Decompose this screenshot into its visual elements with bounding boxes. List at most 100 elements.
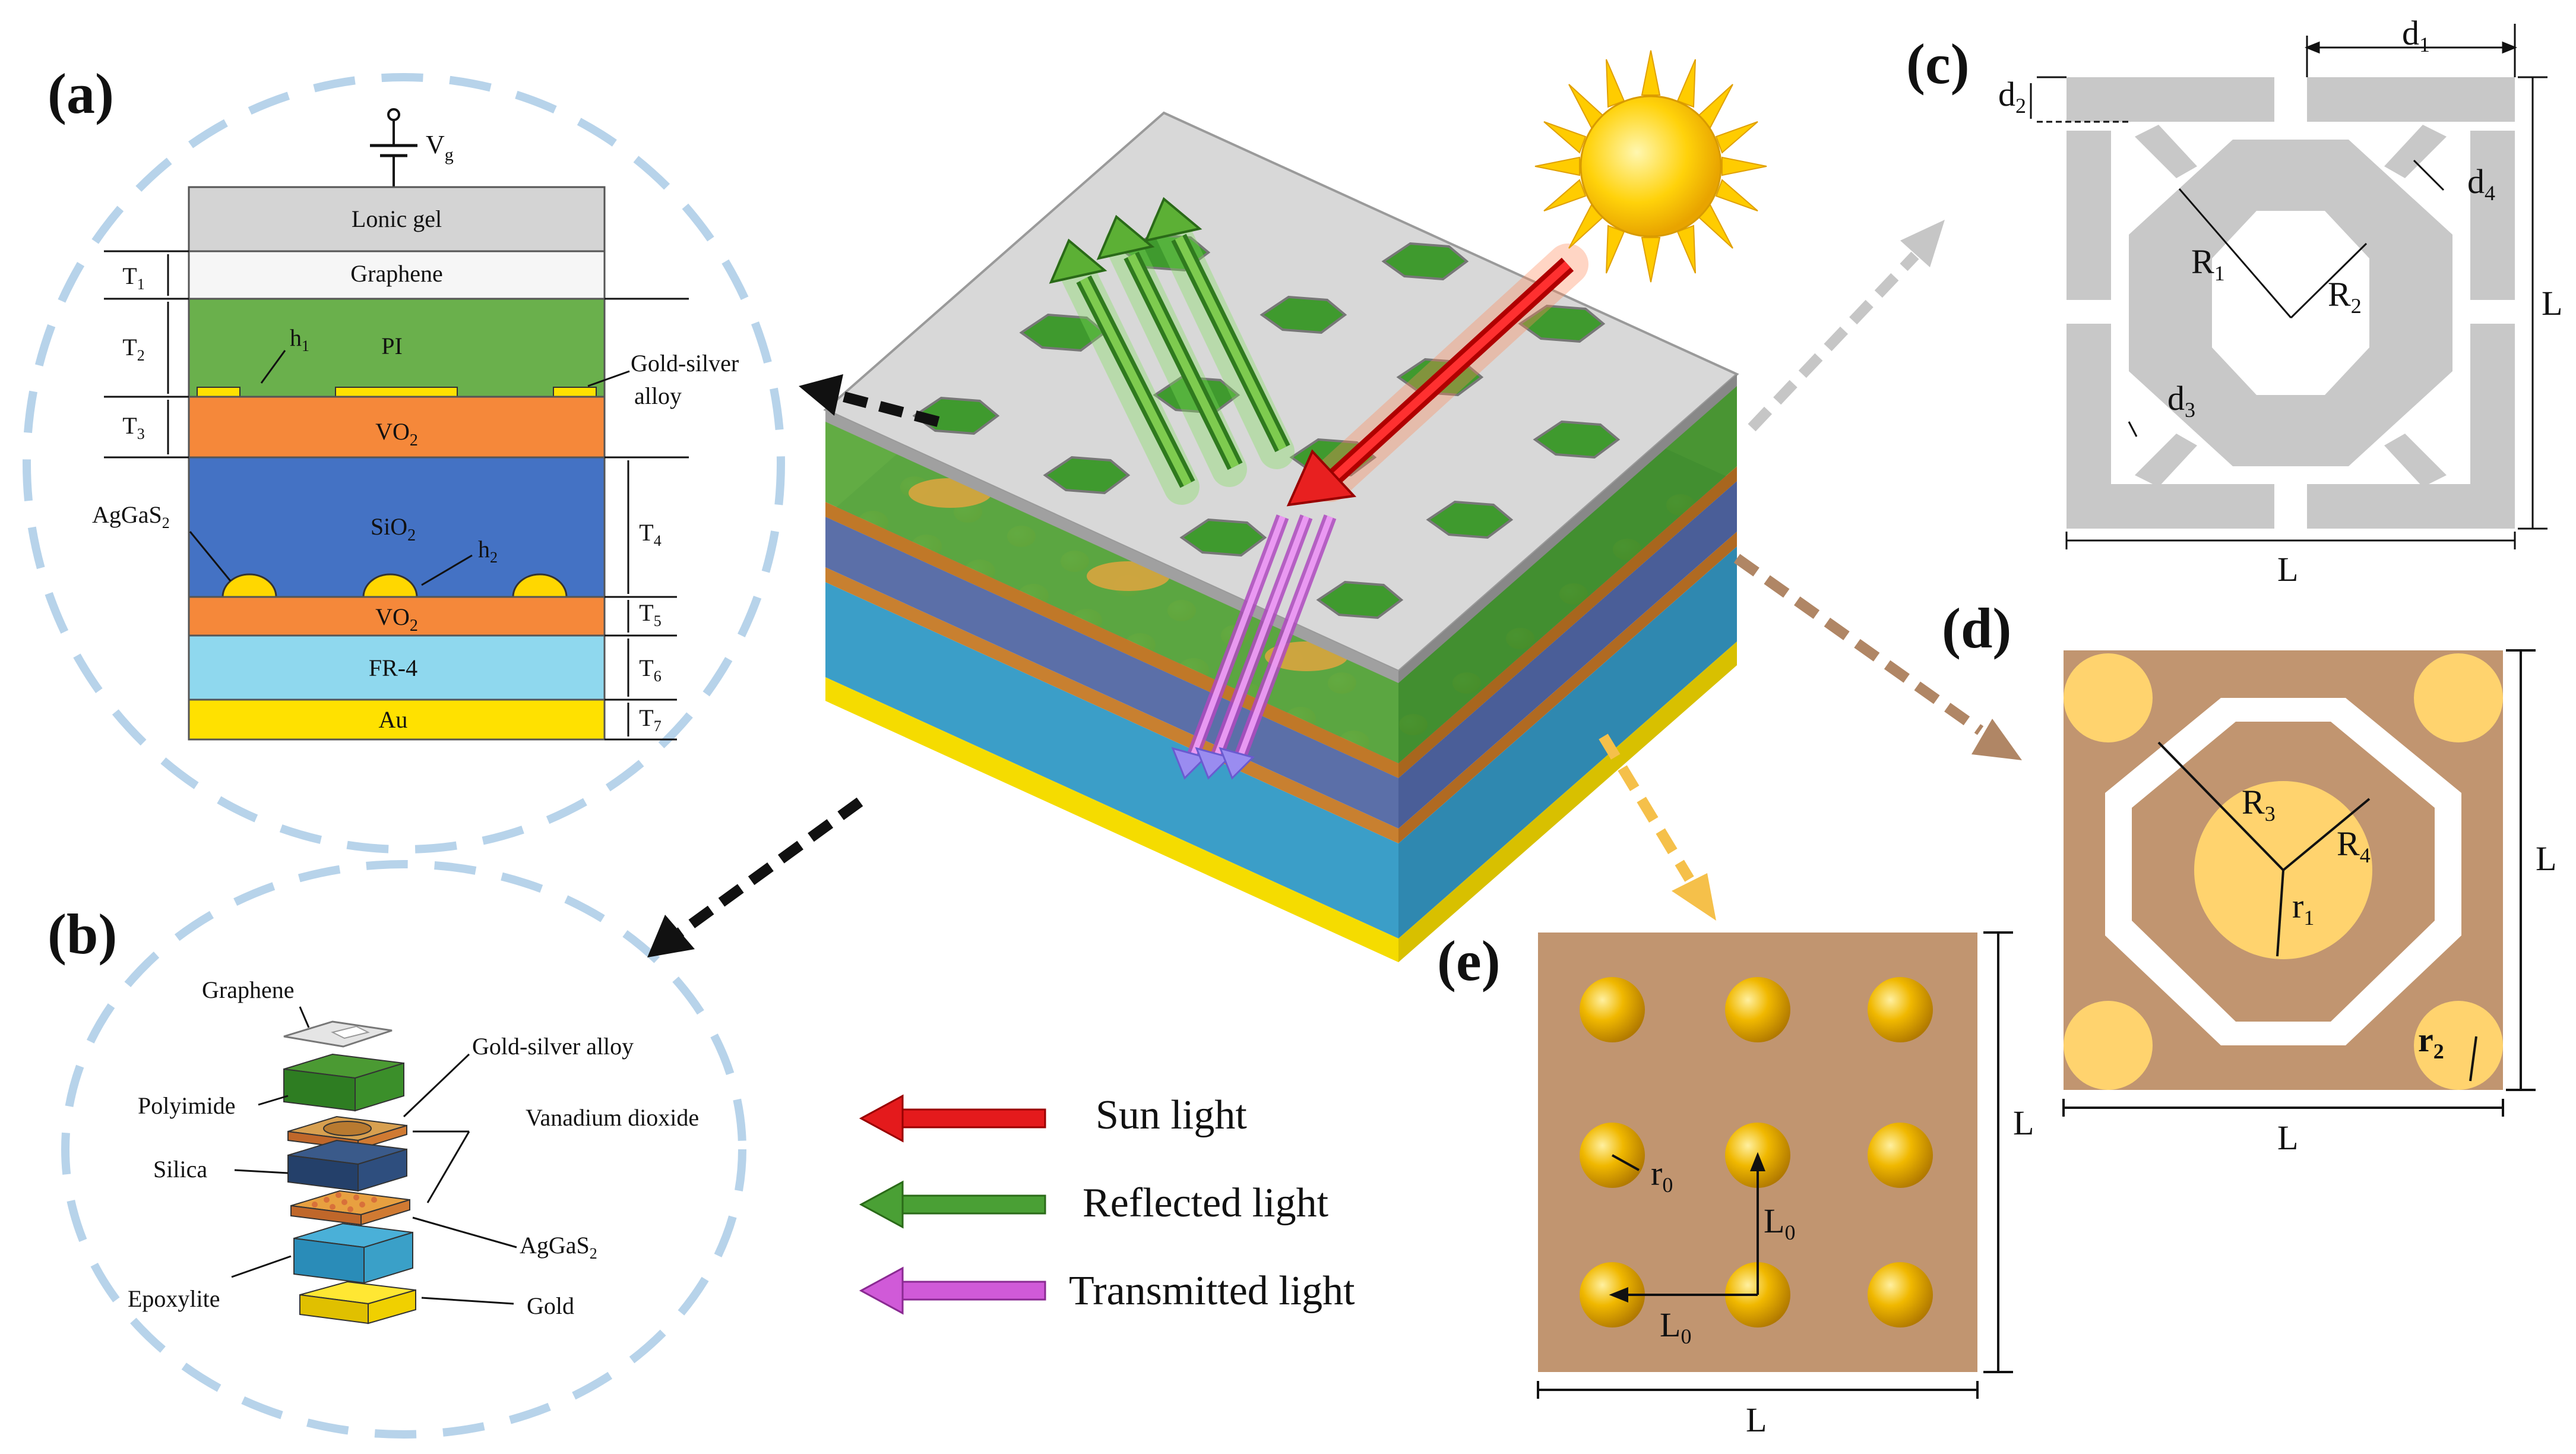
device-sio2-front (825, 517, 1398, 829)
thickness-t7: T7 (639, 704, 661, 735)
dim-L-bottom-e: L (1746, 1401, 1767, 1439)
dim-d2: d2 (1998, 75, 2026, 118)
panel-b: (b) (48, 860, 746, 1439)
gate-voltage-label: Vg (426, 130, 454, 165)
dim-L-bottom-c: L (2277, 550, 2298, 589)
label-polyimide: Polyimide (138, 1092, 235, 1119)
label-epoxylite: Epoxylite (128, 1285, 220, 1312)
dim-R3: R3 (2242, 783, 2276, 826)
layer-ionic-gel (188, 186, 606, 252)
sun-icon (1534, 50, 1767, 283)
device-fr4-side (1398, 546, 1737, 938)
label-graphene: Graphene (202, 976, 294, 1003)
gold-silver-label-2: alloy (634, 383, 682, 409)
dim-r2: r2 (2418, 1020, 2444, 1063)
dim-d4: d4 (2467, 162, 2495, 205)
panel-a-label: (a) (48, 62, 114, 125)
agg-label-a: AgGaS2 (92, 501, 170, 532)
agg-dome-1 (221, 573, 277, 598)
panel-e-dimensions (1537, 931, 2013, 1399)
layer-sio2 (188, 456, 606, 598)
panel-a-dashed-circle (23, 73, 785, 854)
layer-ionic-gel-label: Lonic gel (352, 206, 442, 232)
layer-graphene-label: Graphene (350, 260, 442, 287)
panel-b-label: (b) (48, 902, 117, 966)
pointer-arrow-to-b (647, 797, 863, 957)
panel-e-label: (e) (1437, 929, 1501, 992)
label-aggas2: AgGaS2 (520, 1232, 597, 1262)
thickness-t3: T3 (122, 412, 144, 442)
dim-R4: R4 (2337, 824, 2371, 867)
sunlight-arrow (1286, 244, 1588, 507)
dim-L-right-d: L (2536, 839, 2556, 878)
label-gold: Gold (527, 1292, 574, 1319)
device-vo2-front (825, 567, 1398, 843)
dim-d1: d1 (2402, 14, 2430, 56)
panel-e: (e) r0 L0 L0 L (1437, 929, 2034, 1439)
dim-L-right-c: L (2542, 284, 2562, 323)
gate-terminal (387, 108, 400, 121)
panel-b-leaders (231, 1006, 517, 1305)
pointer-arrow-to-d (1733, 554, 2022, 760)
device-fr4-front (825, 582, 1398, 938)
device-pi-side (1398, 380, 1737, 763)
center-device (823, 111, 1739, 962)
thickness-t1: T1 (122, 263, 144, 293)
layer-vo2-top (188, 396, 606, 459)
label-gold-silver-alloy: Gold-silver alloy (472, 1033, 634, 1060)
legend-reflected-label: Reflected light (1083, 1180, 1329, 1226)
panel-d: (d) R3 R4 r1 r2 L L (1942, 596, 2556, 1157)
panel-d-corner-disks (2064, 653, 2503, 1090)
dim-d3: d3 (2167, 379, 2195, 422)
label-vanadium-dioxide: Vanadium dioxide (526, 1104, 699, 1131)
agg-dome-2 (362, 573, 418, 598)
thickness-t4: T4 (639, 519, 661, 549)
pointer-arrow-to-e (1599, 734, 1716, 921)
panel-a: (a) Vg Lonic gel Graphene PI VO2 SiO2 VO… (23, 62, 785, 854)
h2-label: h2 (478, 536, 498, 566)
layer-au-label: Au (379, 706, 408, 733)
legend-transmitted-arrow (859, 1266, 1046, 1315)
dim-R2: R2 (2328, 275, 2362, 318)
panel-b-dashed-circle (61, 860, 746, 1439)
pointer-arrow-to-c (1748, 220, 1945, 432)
alloy-strip-right (553, 387, 597, 397)
legend-sunlight-arrow (859, 1094, 1046, 1143)
gold-silver-label-1: Gold-silver (631, 350, 739, 377)
legend-sunlight-label: Sun light (1096, 1092, 1247, 1138)
thickness-guides-right (605, 298, 689, 741)
layer-fr4 (188, 634, 606, 701)
agg-dome-3 (512, 573, 568, 598)
layer-pi (188, 298, 606, 398)
thickness-t5: T5 (639, 599, 661, 630)
legend: Sun light Reflected light Transmitted li… (859, 1092, 1355, 1315)
reflected-light-arrows (1049, 197, 1295, 505)
layer-vo2-bottom-label: VO2 (375, 603, 418, 635)
panel-c-unit-cell (2067, 77, 2515, 529)
dim-L0-vertical: L0 (1764, 1202, 1795, 1244)
dim-r1: r1 (2292, 887, 2314, 930)
layer-vo2-bottom (188, 596, 606, 637)
device-au-front (825, 677, 1398, 962)
layer-au (188, 698, 606, 741)
device-au-side (1398, 641, 1737, 962)
legend-transmitted-label: Transmitted light (1069, 1268, 1355, 1314)
label-silica: Silica (153, 1156, 207, 1183)
layer-vo2-top-label: VO2 (375, 418, 418, 450)
panel-d-dimensions (2062, 649, 2536, 1117)
panel-e-spheres (1580, 977, 1933, 1327)
panel-c: (c) (1906, 14, 2562, 589)
dim-R1: R1 (2191, 242, 2225, 285)
pointer-arrow-to-a (799, 374, 940, 427)
alloy-strip-left (197, 387, 240, 397)
thickness-guides-left (104, 250, 189, 459)
alloy-strip-center (335, 387, 458, 397)
legend-reflected-arrow (859, 1180, 1046, 1229)
transmitted-light-arrows (1171, 514, 1337, 780)
device-vo2top-side (1398, 466, 1737, 778)
layer-sio2-label: SiO2 (371, 513, 416, 545)
thickness-t6: T6 (639, 655, 661, 685)
dim-L-bottom-d: L (2277, 1118, 2298, 1157)
panel-c-label: (c) (1906, 32, 1970, 96)
